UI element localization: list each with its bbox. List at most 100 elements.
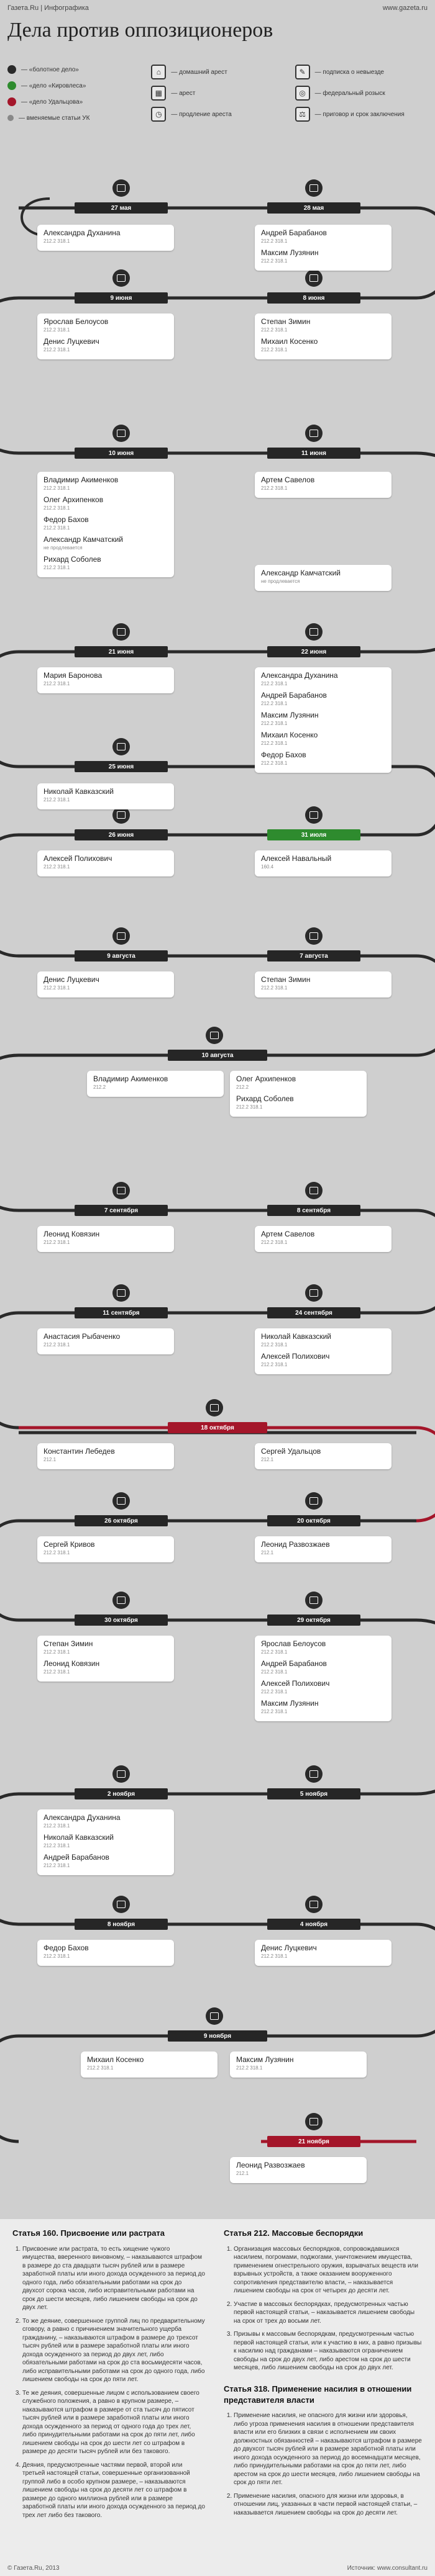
article-160-item: Деяния, предусмотренные частями первой, … bbox=[22, 2461, 205, 2520]
person-name: Денис Луцкевич bbox=[44, 337, 99, 346]
legend-item-extension: ◷— продление ареста bbox=[151, 107, 283, 122]
person-articles: 212.2 318.1 bbox=[44, 1953, 70, 1959]
person-name: Максим Лузянин bbox=[261, 1699, 319, 1708]
arrest-icon bbox=[112, 1765, 130, 1783]
person-name: Максим Лузянин bbox=[261, 711, 319, 719]
person-name: Сергей Кривов bbox=[44, 1540, 95, 1549]
legend-item-recognizance: ✎— подписка о невыезде bbox=[295, 65, 428, 79]
legend-item-sentence: ⚖— приговор и срок заключения bbox=[295, 107, 428, 122]
arrest-icon bbox=[112, 623, 130, 641]
arrest-icon bbox=[305, 623, 323, 641]
person-name: Александра Духанина bbox=[44, 1813, 121, 1822]
person-name: Рихард Соболев bbox=[236, 1094, 294, 1103]
person-articles: 212.2 318.1 bbox=[87, 2065, 114, 2071]
track-segment bbox=[0, 1792, 19, 1926]
brand-label[interactable]: Газета.Ru | Инфографика bbox=[7, 4, 89, 12]
target-icon: ◎ bbox=[295, 86, 310, 101]
legend-item-articles: — вменяемые статьи УК bbox=[7, 113, 140, 123]
person-articles: 212.2 318.1 bbox=[44, 525, 70, 531]
person-name: Максим Лузянин bbox=[236, 2055, 294, 2064]
article-318-item: Применение насилия, опасного для жизни и… bbox=[234, 2492, 423, 2518]
person-articles: 212.2 318.1 bbox=[44, 1863, 70, 1868]
article-212-item: Организация массовых беспорядков, сопров… bbox=[234, 2245, 423, 2295]
person-name: Алексей Полихович bbox=[261, 1352, 330, 1361]
person-articles: 212.2 318.1 bbox=[261, 1240, 288, 1245]
arrest-icon bbox=[112, 269, 130, 287]
footer: © Газета.Ru, 2013 Источник: www.consulta… bbox=[0, 2560, 435, 2576]
person-articles: 212.2 318.1 bbox=[44, 565, 70, 570]
article-160-title: Статья 160. Присвоение или растрата bbox=[12, 2228, 165, 2238]
person-name: Мария Баронова bbox=[44, 671, 103, 680]
person-name: Сергей Удальцов bbox=[261, 1447, 321, 1456]
person-articles: 212.2 318.1 bbox=[261, 1362, 288, 1367]
date-label: 10 августа bbox=[168, 1050, 267, 1061]
date-label: 7 августа bbox=[267, 950, 360, 961]
person-name: Ярослав Белоусов bbox=[261, 1639, 326, 1648]
person-name: Алексей Полихович bbox=[44, 854, 112, 863]
date-label: 4 ноября bbox=[267, 1919, 360, 1930]
person-articles: 212.2 318.1 bbox=[261, 485, 288, 491]
date-label: 26 июня bbox=[75, 829, 168, 840]
person-name: Николай Кавказский bbox=[44, 787, 114, 796]
sources-link[interactable]: Источник: www.consultant.ru bbox=[347, 2565, 428, 2572]
article-160-item: Те же деяния, совершенные лицом с исполь… bbox=[22, 2389, 205, 2456]
person-name: Максим Лузянин bbox=[261, 248, 319, 257]
person-articles: 212.1 bbox=[261, 1457, 274, 1462]
article-212-list: Организация массовых беспорядков, сопров… bbox=[224, 2245, 423, 2372]
person-articles: 212.2 318.1 bbox=[261, 1649, 288, 1655]
track-segment bbox=[416, 1426, 435, 1523]
person-name: Александр Камчатский bbox=[261, 569, 341, 577]
article-212-title: Статья 212. Массовые беспорядки bbox=[224, 2228, 364, 2238]
person-articles: 212.1 bbox=[44, 1457, 57, 1462]
person-articles: 212.2 318.1 bbox=[261, 1342, 288, 1348]
person-articles: 212.2 318.1 bbox=[261, 258, 288, 264]
person-articles: 212.2 318.1 bbox=[44, 1823, 70, 1829]
person-articles: 212.2 318.1 bbox=[44, 1240, 70, 1245]
track-segment bbox=[416, 765, 435, 837]
arrest-icon bbox=[112, 1592, 130, 1609]
arrest-icon bbox=[112, 1492, 130, 1510]
arrest-icon bbox=[305, 179, 323, 197]
date-label: 28 мая bbox=[267, 202, 360, 214]
person-name: Александра Духанина bbox=[261, 671, 338, 680]
person-articles: 212.2 318.1 bbox=[44, 505, 70, 511]
person-articles: 212.2 318.1 bbox=[44, 485, 70, 491]
arrest-icon bbox=[112, 1182, 130, 1199]
date-label: 29 октября bbox=[267, 1615, 360, 1626]
person-name: Ярослав Белоусов bbox=[44, 317, 109, 326]
site-link[interactable]: www.gazeta.ru bbox=[382, 4, 428, 12]
person-name: Леонид Ковязин bbox=[44, 1230, 100, 1238]
person-articles: 212.2 bbox=[93, 1084, 106, 1090]
person-name: Андрей Барабанов bbox=[261, 691, 327, 700]
date-label: 2 ноября bbox=[75, 1788, 168, 1799]
track-segment bbox=[0, 1053, 19, 1212]
article-318-item: Применение насилия, не опасного для жизн… bbox=[234, 2412, 423, 2487]
lock-icon: ▦ bbox=[151, 86, 167, 101]
